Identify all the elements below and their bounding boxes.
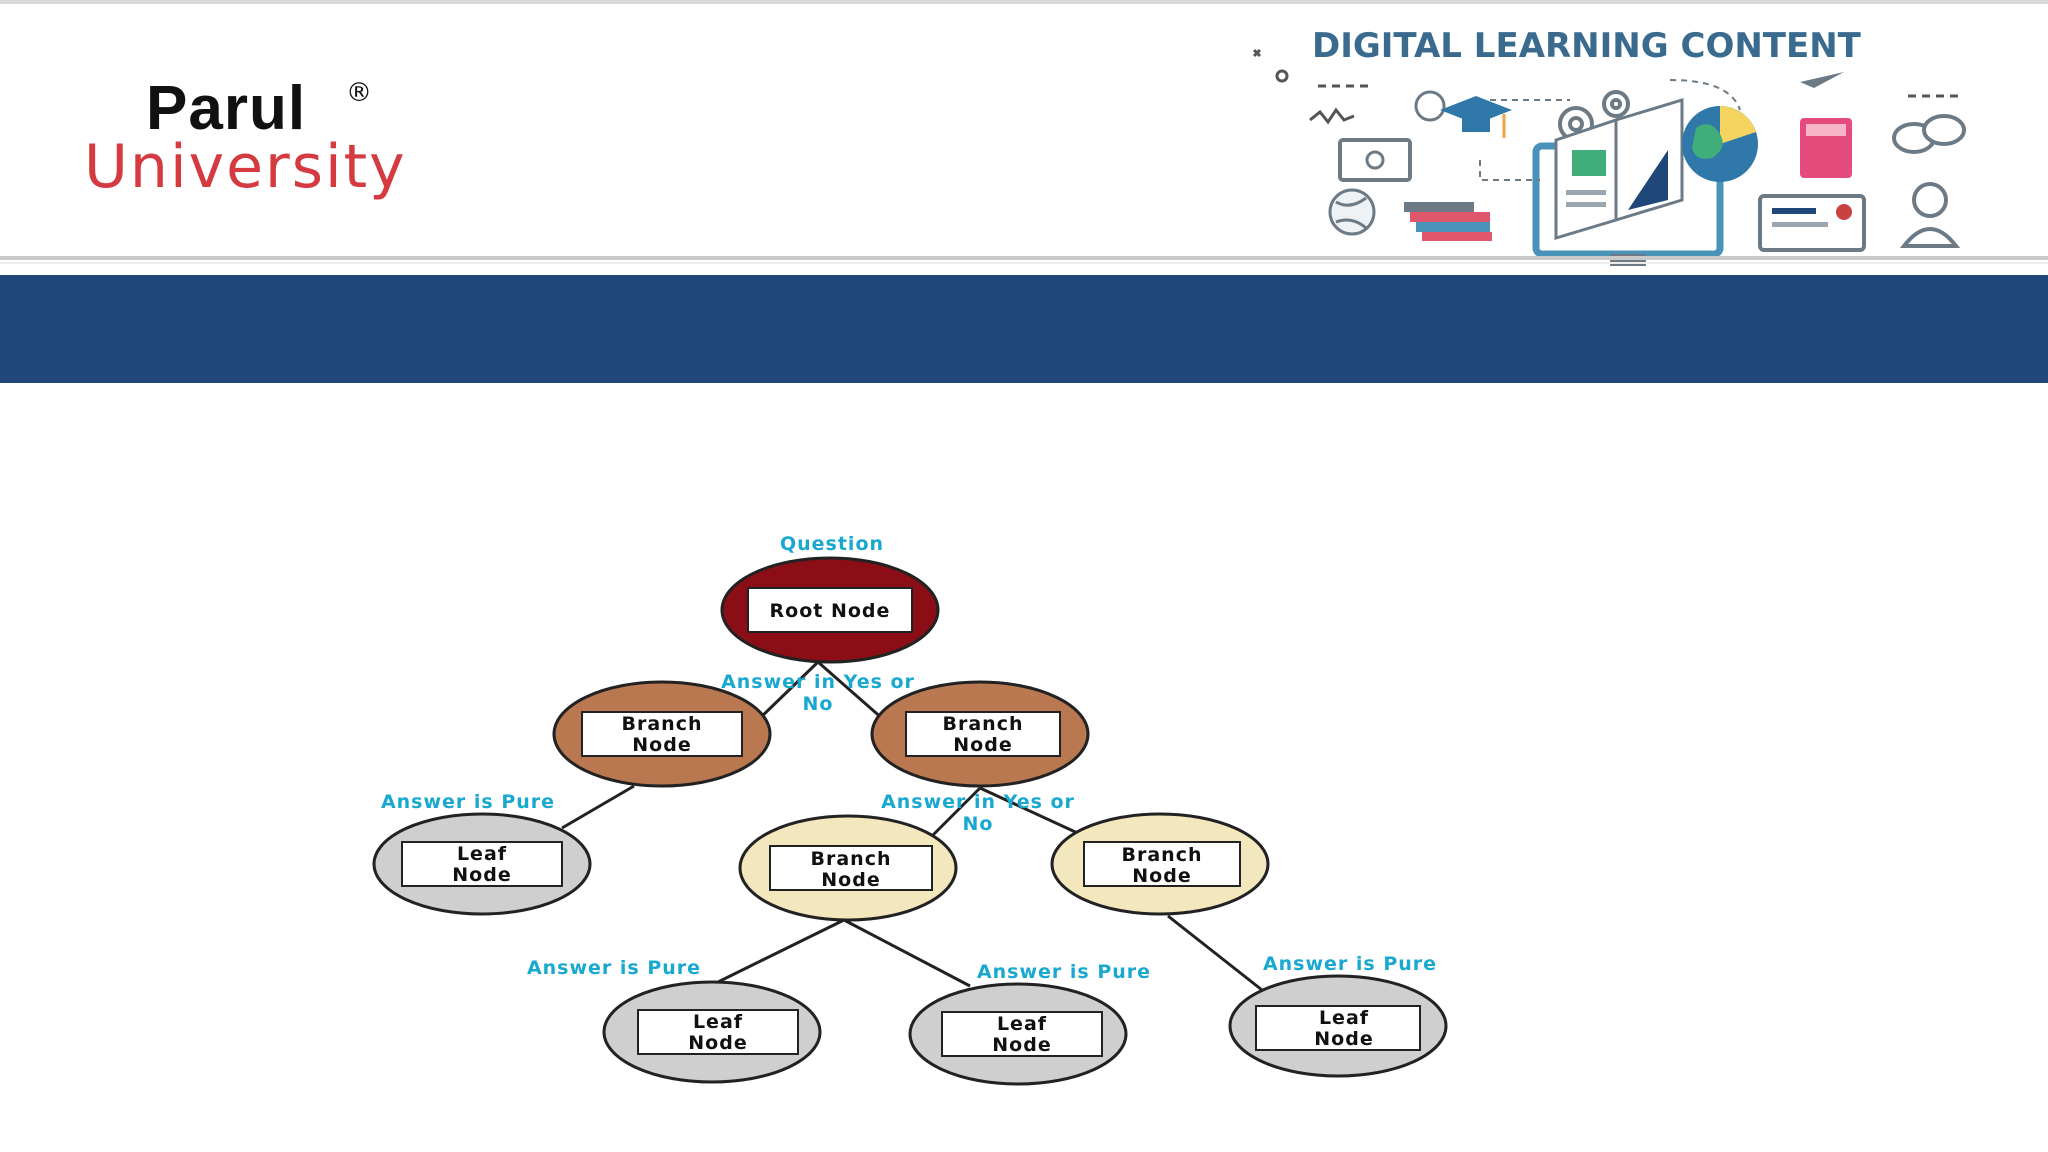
teacher-avatar-icon (1899, 182, 1961, 248)
header-divider-shadow (0, 262, 2048, 264)
digital-learning-illustration (1252, 48, 1966, 266)
page-header: Parul ® University DIGITAL LEARNING CONT… (0, 4, 2048, 266)
notebook-icon (1800, 118, 1852, 178)
branch-node-far-line1: Branch (1122, 844, 1203, 866)
globe-icon (1328, 188, 1376, 236)
far-pure-label: Answer is Pure (1263, 953, 1437, 975)
root-node-label: Root Node (770, 600, 891, 622)
branch-node-left-line1: Branch (622, 713, 703, 735)
tree-edges (561, 660, 1263, 992)
monitor-book-icon (1532, 97, 1724, 266)
branch-node-right-line1: Branch (943, 713, 1024, 735)
branch-node-far: Branch Node (1050, 812, 1270, 916)
logo-brand: Parul (146, 74, 307, 143)
leaf-node-3-line2: Node (992, 1034, 1051, 1056)
digital-learning-title: DIGITAL LEARNING CONTENT (1312, 26, 1861, 66)
branch-node-left-line2: Node (632, 734, 691, 756)
leaf-node-3: Leaf Node (908, 982, 1128, 1086)
edge-branch-left-leaf-1 (561, 784, 635, 830)
branch-node-mid-line2: Node (821, 869, 880, 891)
leaf-node-2-line2: Node (688, 1032, 747, 1054)
right-split-label-line1: Answer in Yes or (881, 791, 1075, 813)
decor-marks-icon (1252, 48, 1958, 125)
title-banner (0, 275, 2048, 383)
root-node: Root Node (720, 556, 940, 664)
leaf-node-4-line1: Leaf (1319, 1007, 1369, 1029)
mid-right-pure-label: Answer is Pure (977, 961, 1151, 983)
leaf-node-1-line1: Leaf (457, 843, 507, 865)
chat-bubbles-icon (1892, 114, 1966, 154)
right-split-label-line2: No (963, 813, 994, 835)
branch-node-mid: Branch Node (738, 814, 958, 922)
university-logo: Parul ® University (84, 76, 424, 206)
decision-tree-diagram: Root Node Question Branch Node Branch No… (372, 533, 1448, 1086)
leaf-node-4: Leaf Node (1228, 974, 1448, 1078)
leaf-node-3-line1: Leaf (997, 1013, 1047, 1035)
edge-branch-mid-leaf-2 (717, 918, 845, 984)
top-border (0, 0, 2048, 4)
branch-node-right: Branch Node (870, 680, 1090, 788)
paper-plane-icon (1800, 72, 1844, 88)
logo-subtitle: University (84, 132, 407, 202)
mid-left-pure-label: Answer is Pure (527, 957, 701, 979)
leaf-node-2-line1: Leaf (693, 1011, 743, 1033)
registered-mark: ® (346, 78, 372, 108)
edge-branch-right-branch-far (979, 786, 1085, 838)
edge-root-branch-right (817, 660, 885, 722)
left-pure-label: Answer is Pure (381, 791, 555, 813)
id-card-icon (1758, 194, 1866, 252)
branch-node-right-line2: Node (953, 734, 1012, 756)
earth-chart-icon (1682, 106, 1758, 182)
root-split-label-line1: Answer in Yes or (721, 671, 915, 693)
edge-branch-far-leaf-4 (1167, 914, 1263, 992)
leaf-node-2: Leaf Node (602, 980, 822, 1084)
header-divider (0, 256, 2048, 260)
edge-branch-right-branch-mid (930, 786, 982, 838)
laptop-icon (1338, 138, 1412, 182)
edge-branch-mid-leaf-3 (843, 918, 971, 988)
branch-node-far-line2: Node (1132, 865, 1191, 887)
leaf-node-1-line2: Node (452, 864, 511, 886)
graduation-cap-icon (1414, 90, 1512, 138)
leaf-node-4-line2: Node (1314, 1028, 1373, 1050)
branch-node-left: Branch Node (552, 680, 772, 788)
leaf-node-1: Leaf Node (372, 812, 592, 916)
root-split-label-line2: No (803, 693, 834, 715)
dashed-connectors (1479, 79, 1741, 181)
root-annotation: Question (780, 533, 884, 555)
edge-root-branch-left (756, 660, 820, 722)
books-icon (1404, 202, 1492, 241)
branch-node-mid-line1: Branch (811, 848, 892, 870)
